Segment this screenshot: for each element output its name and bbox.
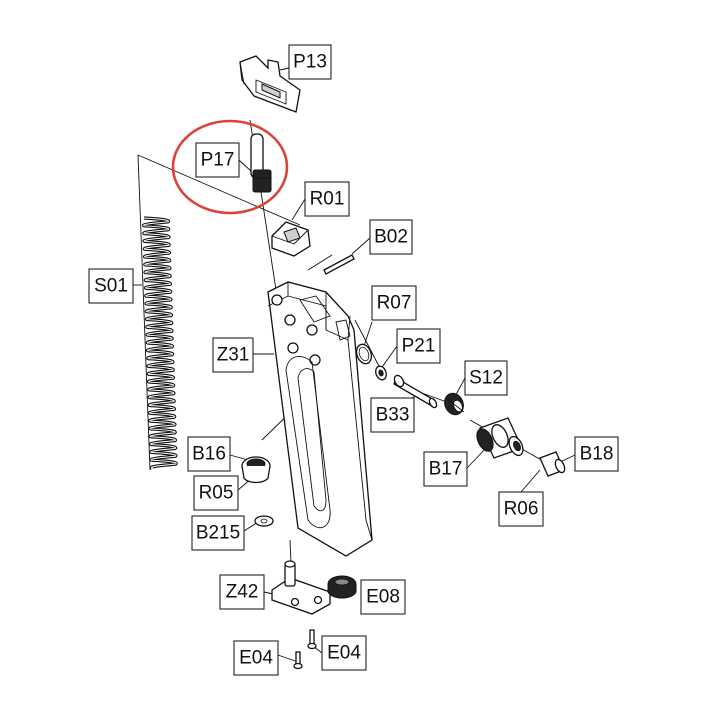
part-b17 — [476, 417, 524, 459]
label-b16-text: B16 — [192, 444, 226, 465]
part-b18 — [539, 451, 566, 477]
label-e04-left-text: E04 — [239, 648, 273, 669]
label-e04-right-text: E04 — [327, 643, 361, 664]
label-r05: R05 — [193, 475, 239, 511]
label-b215-text: B215 — [196, 523, 240, 544]
part-b02 — [323, 254, 355, 275]
label-b17: B17 — [423, 451, 468, 487]
part-p21 — [375, 365, 387, 381]
part-e08 — [327, 575, 357, 599]
part-s12 — [444, 392, 465, 416]
label-r01-text: R01 — [310, 189, 345, 210]
label-e08: E08 — [360, 579, 406, 615]
part-p17 — [250, 133, 272, 193]
label-s12-text: S12 — [469, 368, 503, 389]
label-r05-text: R05 — [199, 483, 234, 504]
label-z31: Z31 — [212, 337, 254, 373]
label-e08-text: E08 — [366, 587, 400, 608]
label-b18-text: B18 — [580, 444, 614, 465]
label-r06: R06 — [498, 491, 544, 527]
label-b215: B215 — [191, 515, 245, 551]
part-p13 — [239, 55, 301, 113]
part-r07 — [355, 343, 373, 365]
label-b02-text: B02 — [374, 227, 408, 248]
label-b33-text: B33 — [376, 405, 410, 426]
label-r07-text: R07 — [377, 293, 412, 314]
label-b17-text: B17 — [429, 459, 463, 480]
label-p13-text: P13 — [293, 52, 327, 73]
label-r06-text: R06 — [504, 499, 539, 520]
highlight-circle — [171, 119, 289, 215]
label-b18: B18 — [574, 436, 619, 472]
label-p21: P21 — [396, 328, 441, 364]
label-r01: R01 — [304, 181, 350, 217]
label-b16: B16 — [187, 436, 231, 472]
label-p17: P17 — [195, 142, 240, 178]
label-p17-text: P17 — [201, 150, 235, 171]
label-p21-text: P21 — [402, 336, 436, 357]
part-z31 — [267, 281, 373, 557]
label-b02: B02 — [369, 219, 413, 255]
part-z42 — [271, 560, 331, 615]
part-b16 — [241, 456, 271, 484]
label-e04-left: E04 — [233, 640, 279, 676]
label-r07: R07 — [371, 285, 417, 321]
part-e04-left — [293, 651, 303, 670]
label-z42: Z42 — [219, 574, 265, 610]
part-s01 — [141, 216, 178, 470]
label-z42-text: Z42 — [226, 582, 259, 603]
label-p13: P13 — [288, 44, 332, 80]
part-b215 — [254, 515, 274, 527]
part-b33 — [393, 374, 438, 409]
part-e04-right — [307, 629, 317, 650]
label-s01: S01 — [88, 268, 134, 304]
label-s12: S12 — [464, 360, 508, 396]
label-s01-text: S01 — [94, 276, 128, 297]
label-e04-right: E04 — [321, 635, 367, 671]
label-z31-text: Z31 — [217, 345, 250, 366]
part-r01 — [271, 221, 311, 257]
label-b33: B33 — [370, 397, 415, 433]
